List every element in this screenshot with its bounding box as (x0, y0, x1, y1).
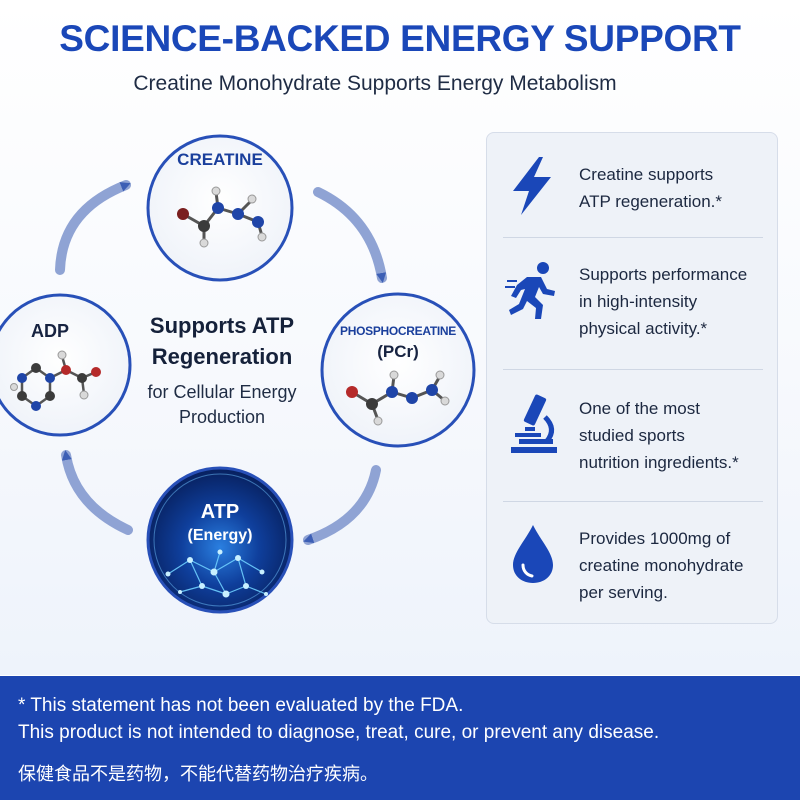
phosphocreatine-label: PHOSPHOCREATINE (340, 324, 456, 338)
disclaimer-footer: * This statement has not been evaluated … (0, 676, 800, 800)
page-subtitle: Creatine Monohydrate Supports Energy Met… (133, 72, 617, 95)
adp-label: ADP (30, 321, 69, 341)
arrow-atp-to-adp (61, 450, 133, 535)
divider (503, 237, 763, 238)
running-person-icon (505, 262, 555, 319)
fda-disclaimer-line: * This statement has not been evaluated … (18, 695, 464, 716)
divider (503, 369, 763, 370)
arrow-creatine-to-pcr (313, 187, 387, 283)
benefit-text: Supports performance in high-intensity p… (579, 265, 748, 338)
center-title-line-2: Regeneration (151, 344, 293, 369)
atp-label: ATP (200, 501, 240, 523)
benefits-panel: Creatine supports ATP regeneration.* Sup… (486, 132, 778, 624)
pcr-abbrev-label: (PCr) (377, 342, 419, 361)
lightning-bolt-icon (513, 157, 551, 215)
divider (503, 501, 763, 502)
atp-node (146, 466, 294, 614)
page-title: SCIENCE-BACKED ENERGY SUPPORT (59, 18, 741, 59)
center-title-line-1: Supports ATP (149, 313, 295, 338)
arrow-adp-to-creatine (55, 180, 131, 275)
creatine-node (146, 134, 294, 282)
microscope-icon (511, 394, 557, 453)
energy-network-icon (167, 551, 267, 595)
disease-disclaimer-line: This product is not intended to diagnose… (18, 722, 660, 743)
center-sub-line-2: Production (178, 407, 266, 427)
cycle-center-text: Supports ATP Regeneration for Cellular E… (132, 310, 312, 430)
energy-cycle-diagram (0, 134, 476, 614)
chinese-disclaimer-line: 保健食品不是药物，不能代替药物治疗疾病。 (18, 764, 378, 785)
arrow-pcr-to-atp (303, 465, 381, 545)
atp-energy-label: (Energy) (187, 527, 253, 544)
benefit-text: One of the most studied sports nutrition… (579, 399, 739, 472)
center-sub-line-1: for Cellular Energy (147, 382, 297, 402)
phosphocreatine-molecule-icon (346, 370, 450, 426)
adp-node (0, 293, 132, 437)
water-drop-icon (513, 525, 553, 583)
phosphocreatine-node (320, 292, 476, 448)
creatine-molecule-icon (177, 186, 267, 248)
benefit-text: Creatine supports ATP regeneration.* (579, 165, 723, 211)
benefit-text: Provides 1000mg of creatine monohydrate … (579, 529, 744, 602)
energy-network-nodes (165, 549, 268, 598)
adp-molecule-icon (10, 350, 101, 411)
creatine-label: CREATINE (177, 150, 263, 169)
